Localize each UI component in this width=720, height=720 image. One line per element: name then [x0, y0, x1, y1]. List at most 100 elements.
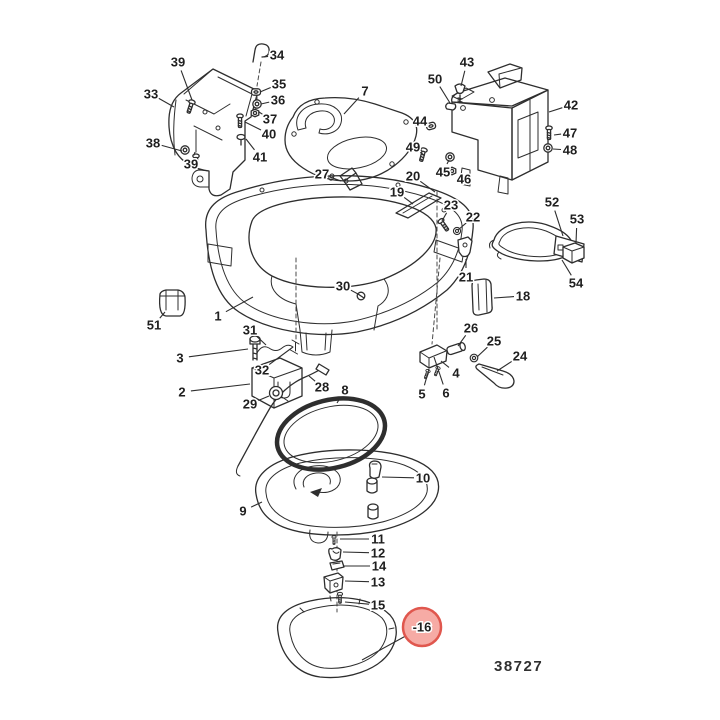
svg-text:31: 31 [243, 323, 257, 338]
svg-text:25: 25 [487, 334, 501, 349]
callout-53: 53 [568, 210, 586, 244]
drawing-number: 38727 [494, 658, 543, 675]
callout-43: 43 [458, 53, 476, 87]
part-26-spacer [446, 341, 466, 356]
part-19-plate [395, 192, 442, 219]
callout-23: 23 [441, 196, 460, 222]
callout-10: 10 [381, 469, 432, 487]
part-27-clamp [339, 167, 363, 191]
svg-text:23: 23 [444, 198, 458, 213]
highlight-circle [401, 606, 443, 648]
callout-7: 7 [343, 82, 370, 115]
part-8-seal-ring [274, 396, 388, 472]
callout-1: 1 [213, 296, 254, 325]
callout-35: 35 [259, 75, 288, 93]
part-53-connector [562, 242, 585, 264]
svg-text:8: 8 [341, 383, 348, 398]
svg-text:30: 30 [336, 279, 350, 294]
part-39-screw-a [184, 98, 197, 115]
callout-24: 24 [496, 347, 529, 372]
callout-4: 4 [440, 360, 462, 382]
callout-22: 22 [457, 208, 482, 231]
svg-text:51: 51 [147, 318, 161, 333]
tray-boss-a [366, 477, 378, 494]
callout-9: 9 [238, 501, 263, 520]
svg-text:37: 37 [263, 112, 277, 127]
callout-28: 28 [308, 375, 331, 396]
part-35-grommet [250, 88, 262, 96]
svg-text:36: 36 [271, 93, 285, 108]
callout-6: 6 [433, 356, 451, 402]
callout-39b: 39 [182, 151, 200, 173]
callout-21: 21 [457, 259, 475, 286]
part-41-screw [236, 133, 246, 146]
part-11-screw [331, 535, 337, 545]
svg-text:24: 24 [513, 349, 528, 364]
svg-text:53: 53 [570, 212, 584, 227]
part-14-clip [329, 560, 345, 571]
part-16-bottom-cover [276, 595, 397, 679]
part-10-clip [368, 460, 382, 479]
svg-text:1: 1 [214, 309, 221, 324]
callout-3: 3 [175, 348, 249, 367]
part-24-lever [475, 363, 515, 389]
part-4-latch-block [419, 344, 448, 369]
part-31-cable [256, 344, 294, 354]
part-37-nut [250, 108, 260, 118]
callout-41: 41 [245, 138, 269, 166]
svg-text:48: 48 [563, 143, 577, 158]
part-38-washer [180, 145, 190, 155]
svg-text:29: 29 [243, 397, 257, 412]
callout-26: 26 [457, 319, 480, 347]
callout-52: 52 [543, 193, 564, 237]
svg-text:26: 26 [464, 321, 478, 336]
callout-11: 11 [340, 530, 386, 548]
part-51-clip [158, 289, 186, 317]
callout-19: 19 [388, 183, 414, 205]
callout-46: 46 [455, 170, 472, 188]
svg-text:11: 11 [371, 532, 385, 547]
callout-34: 34 [263, 46, 286, 64]
callout-33: 33 [142, 85, 175, 108]
svg-text:27: 27 [315, 167, 329, 182]
callout-18: 18 [493, 287, 532, 305]
part-43-wing-screw [454, 83, 466, 104]
svg-text:3: 3 [176, 351, 183, 366]
part-36-washer [252, 99, 262, 109]
part-25-washer [469, 353, 479, 363]
callout-37: 37 [258, 110, 279, 128]
callout-29: 29 [241, 395, 270, 413]
svg-text:19: 19 [390, 185, 404, 200]
svg-text:45: 45 [436, 165, 450, 180]
part-42-bracket [451, 63, 549, 195]
part-3-bolt [249, 335, 261, 361]
callout-38: 38 [144, 134, 183, 152]
part-34-link [252, 43, 270, 63]
callout-31: 31 [241, 321, 267, 346]
svg-text:46: 46 [457, 172, 471, 187]
svg-text:-16: -16 [413, 620, 432, 635]
svg-text:12: 12 [371, 546, 385, 561]
part-9-lower-tray [255, 449, 440, 544]
line-art [158, 43, 585, 679]
svg-text:42: 42 [564, 98, 578, 113]
part-45-washer [445, 152, 455, 162]
callout-8: 8 [336, 381, 350, 404]
svg-text:40: 40 [262, 127, 276, 142]
svg-text:54: 54 [569, 276, 584, 291]
svg-text:2: 2 [178, 385, 185, 400]
part-32-pin [290, 339, 300, 355]
part-30-screw [356, 291, 366, 301]
part-18-pad [471, 278, 493, 316]
svg-text:39: 39 [184, 157, 198, 172]
svg-text:15: 15 [371, 598, 385, 613]
svg-text:49: 49 [406, 140, 420, 155]
svg-text:18: 18 [516, 289, 530, 304]
svg-text:7: 7 [361, 84, 368, 99]
callout-44: 44 [411, 112, 429, 130]
svg-text:20: 20 [406, 169, 420, 184]
callout-42: 42 [548, 96, 580, 114]
guide-latch [431, 257, 441, 345]
svg-text:44: 44 [413, 114, 428, 129]
part-21-bracket [457, 236, 473, 258]
